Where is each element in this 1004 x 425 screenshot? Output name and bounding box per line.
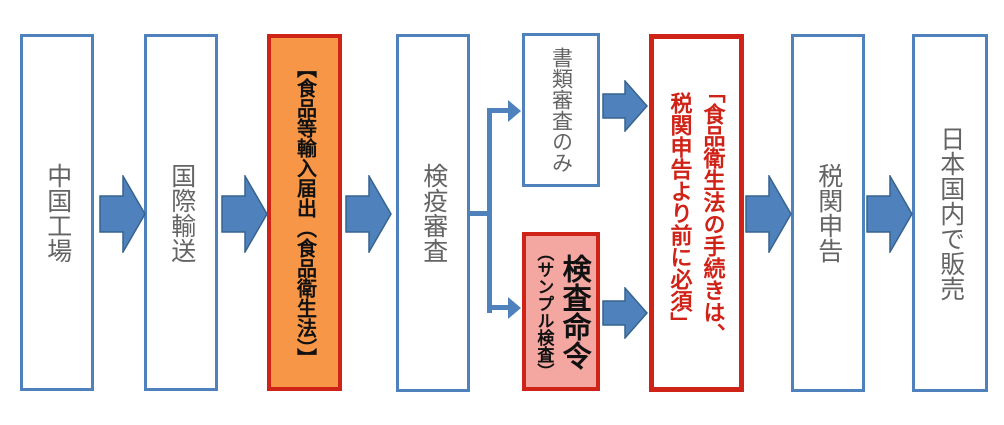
branch-connector-stub [467, 211, 491, 216]
note-line-2: 税関申告より前に必須」 [667, 92, 693, 334]
node-domestic-sale: 日本国内で販売 [912, 34, 988, 392]
node-document-review-only: 書類審査のみ [522, 33, 600, 187]
flow-arrow-icon [345, 175, 392, 253]
node-label: 検査命令 [558, 253, 591, 370]
node-china-factory: 中国工場 [20, 34, 94, 391]
node-label: 検疫審査 [419, 163, 448, 263]
node-quarantine-review: 検疫審査 [396, 34, 470, 392]
requirement-note-text: 「食品衛生法の手続きは、 税関申告より前に必須」 [664, 81, 730, 345]
node-label: 【食品等輸入届出（食品衛生法）】 [293, 57, 316, 368]
flow-arrow-icon [99, 175, 146, 253]
node-label: 税関申告 [814, 163, 843, 263]
node-customs-declaration: 税関申告 [791, 34, 865, 392]
flow-arrow-icon [221, 175, 268, 253]
node-sublabel: （サンプル検査） [534, 243, 554, 380]
arrowhead-icon [508, 297, 521, 319]
arrowhead-icon [508, 100, 521, 122]
note-line-1: 「食品衛生法の手続きは、 [700, 81, 726, 345]
node-requirement-note: 「食品衛生法の手続きは、 税関申告より前に必須」 [649, 34, 744, 392]
flow-arrow-icon [745, 175, 792, 253]
flow-arrow-icon [866, 175, 913, 253]
node-label: 国際輸送 [167, 162, 196, 263]
node-inspection-order: 検査命令 （サンプル検査） [522, 232, 600, 391]
node-import-notification: 【食品等輸入届出（食品衛生法）】 [267, 34, 342, 391]
node-label: 日本国内で販売 [936, 125, 965, 301]
branch-connector-bottom-arm [487, 305, 508, 310]
node-international-transport: 国際輸送 [144, 34, 218, 391]
flow-arrow-icon [602, 80, 648, 132]
node-label: 書類審査のみ [549, 47, 573, 173]
branch-connector-top-arm [487, 108, 508, 113]
node-label: 中国工場 [43, 162, 72, 263]
inspection-order-text: 検査命令 （サンプル検査） [531, 244, 591, 380]
branch-connector-vertical [487, 108, 492, 313]
flow-arrow-icon [602, 287, 648, 339]
